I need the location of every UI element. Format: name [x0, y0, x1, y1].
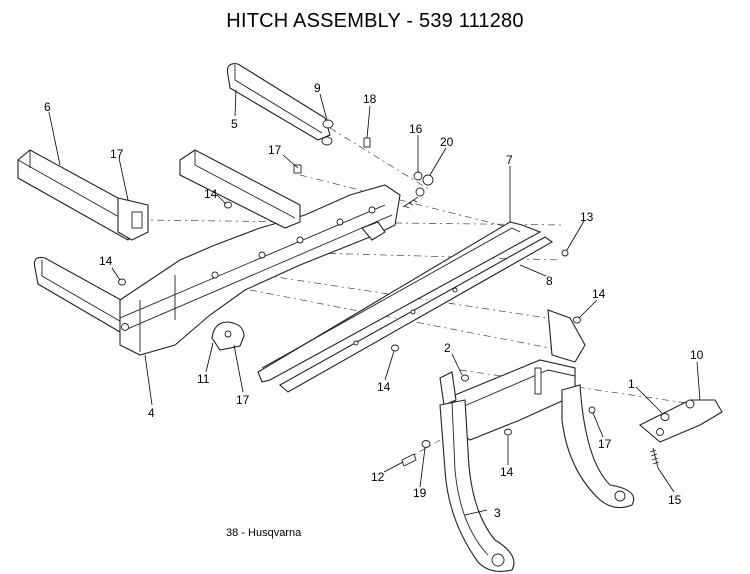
callout-8: 8	[546, 274, 553, 288]
rail-part-5	[226, 63, 331, 141]
callout-2: 2	[444, 341, 451, 355]
callout-15: 15	[668, 493, 682, 507]
spring-upper	[402, 196, 419, 209]
callout-17-b: 17	[268, 143, 282, 157]
callout-1: 1	[628, 377, 635, 391]
callout-19: 19	[413, 486, 427, 500]
rail-part-6	[17, 149, 149, 241]
pin-bracket-part-10	[639, 399, 723, 443]
callout-20: 20	[440, 135, 454, 149]
rail-lower-left	[33, 256, 131, 333]
callout-14-a: 14	[99, 254, 113, 268]
callout-14-d: 14	[377, 380, 391, 394]
callout-9: 9	[314, 81, 321, 95]
callout-13: 13	[580, 210, 594, 224]
frame-part-4	[119, 149, 401, 356]
callout-14-c: 14	[592, 287, 606, 301]
bracket-part-11	[211, 321, 245, 351]
strap-part-8	[279, 236, 554, 393]
callout-6: 6	[44, 100, 51, 114]
hitch-arm-part-3	[439, 384, 635, 572]
callout-labels: 1 2 3 4 5 6 7 8 9 10 11 12 13 14 14 14 1…	[44, 81, 704, 520]
callout-14-b: 14	[204, 187, 218, 201]
hardware-fasteners	[118, 119, 670, 467]
callout-10: 10	[690, 348, 704, 362]
page-footer: 38 - Husqvarna	[226, 527, 302, 539]
callout-3: 3	[494, 506, 501, 520]
callout-4: 4	[148, 406, 155, 420]
callout-16: 16	[409, 122, 423, 136]
spring-part-15	[649, 447, 660, 469]
callout-7: 7	[506, 153, 513, 167]
page-title: HITCH ASSEMBLY - 539 111280	[226, 10, 524, 32]
callout-5: 5	[231, 117, 238, 131]
callout-17-c: 17	[236, 393, 250, 407]
callout-12: 12	[371, 470, 385, 484]
callout-11: 11	[197, 372, 210, 386]
callout-leaders	[48, 89, 701, 516]
callout-17-d: 17	[598, 437, 612, 451]
callout-17-a: 17	[110, 147, 124, 161]
callout-14-e: 14	[500, 465, 514, 479]
callout-18: 18	[363, 92, 377, 106]
